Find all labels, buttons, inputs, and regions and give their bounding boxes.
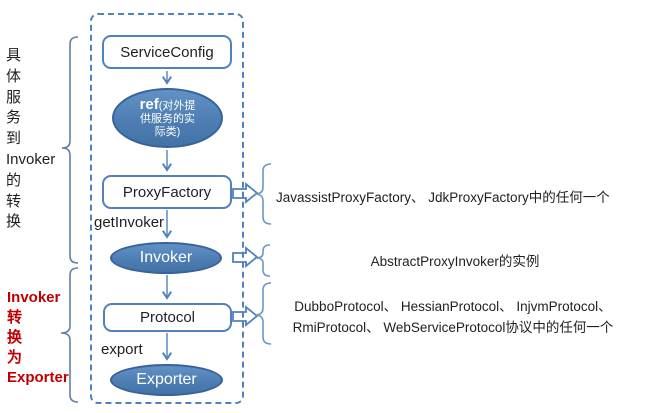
- protocol-note: DubboProtocol、 HessianProtocol、 InjvmPro…: [260, 297, 646, 338]
- left-label-line: 体: [6, 67, 22, 85]
- export-label: export: [101, 341, 143, 358]
- node-ref: ref(对外提 供服务的实 际类): [112, 88, 223, 148]
- left-label-line: 的: [6, 171, 22, 189]
- left-label-bottom-group: Invoker 转 换 为 Exporter: [7, 288, 69, 388]
- left-label-line: 换: [7, 329, 23, 346]
- node-invoker-label: Invoker: [139, 249, 193, 266]
- node-exporter: Exporter: [110, 364, 223, 396]
- node-ref-label-line1: ref(对外提: [139, 95, 196, 113]
- node-serviceconfig-label: ServiceConfig: [120, 43, 214, 61]
- protocol-note-line2: RmiProtocol、 WebServiceProtocol协议中的任何一个: [292, 319, 614, 335]
- left-label-line: 服: [6, 88, 22, 106]
- node-ref-label-big: ref: [139, 95, 159, 113]
- left-label-line: 换: [6, 213, 22, 231]
- node-ref-label-line2: 供服务的实: [140, 112, 195, 125]
- node-ref-label-rest: (对外提: [158, 99, 196, 112]
- top-group-brace: [61, 36, 79, 264]
- node-proxyfactory-label: ProxyFactory: [122, 183, 212, 201]
- left-label-line: Invoker: [6, 150, 56, 168]
- proxyfactory-note: JavassistProxyFactory、 JdkProxyFactory中的…: [276, 190, 610, 205]
- node-invoker: Invoker: [110, 242, 222, 274]
- left-label-top-group: 具 体 服 务 到 Invoker 的 转 换: [6, 46, 55, 233]
- protocol-note-line1: DubboProtocol、 HessianProtocol、 InjvmPro…: [294, 299, 612, 314]
- left-label-line: Invoker: [7, 289, 61, 306]
- left-label-line: 务: [6, 109, 22, 127]
- left-label-line: Exporter: [7, 369, 69, 386]
- left-label-line: 为: [7, 349, 23, 366]
- proxyfactory-note-brace: [254, 163, 272, 225]
- flow-boundary-box: [90, 13, 244, 404]
- node-protocol-label: Protocol: [139, 309, 196, 326]
- invoker-note: AbstractProxyInvoker的实例: [370, 254, 540, 269]
- left-label-line: 转: [7, 309, 23, 326]
- left-label-line: 具: [6, 47, 22, 64]
- node-serviceconfig: ServiceConfig: [102, 35, 232, 69]
- node-protocol: Protocol: [103, 303, 232, 332]
- left-label-line: 到: [6, 130, 22, 148]
- node-ref-label-line3: 际类): [154, 125, 181, 138]
- node-proxyfactory: ProxyFactory: [102, 175, 232, 209]
- getinvoker-label: getInvoker: [94, 214, 165, 231]
- left-label-line: 转: [6, 192, 22, 210]
- node-exporter-label: Exporter: [136, 371, 197, 388]
